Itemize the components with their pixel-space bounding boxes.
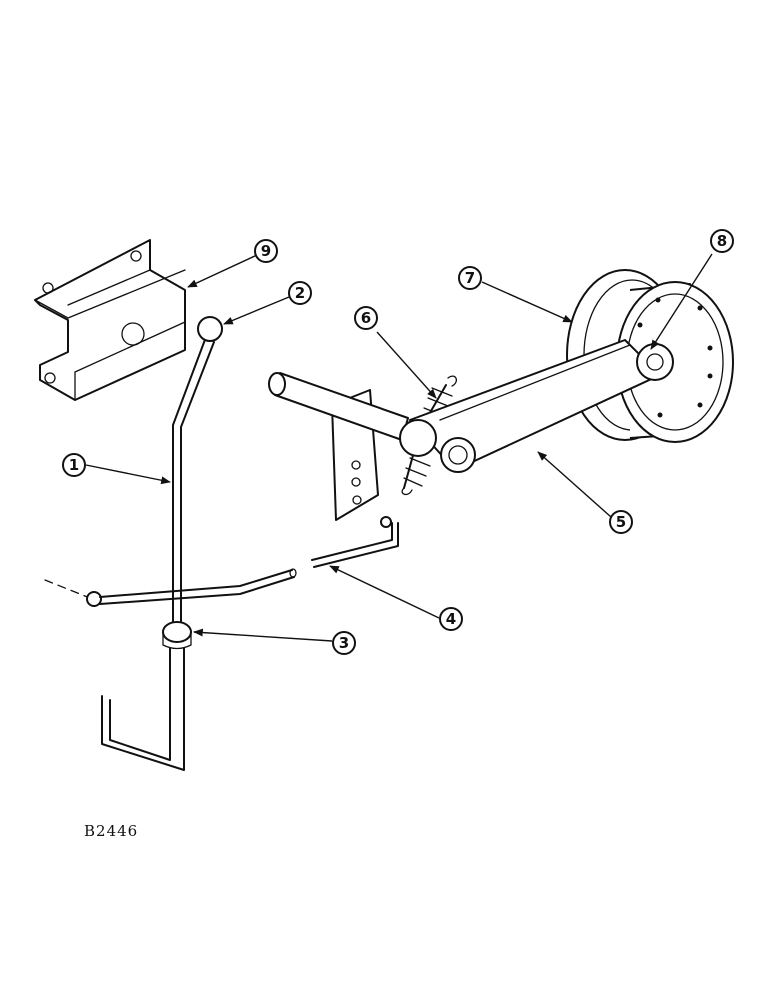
svg-text:9: 9 (261, 242, 271, 260)
callout-6: 6 (354, 306, 378, 330)
mounting-plate (268, 372, 409, 521)
link-rod (44, 568, 297, 607)
mounting-bracket (34, 239, 186, 401)
svg-text:6: 6 (361, 309, 371, 327)
callout-4: 4 (439, 607, 463, 631)
callout-5: 5 (609, 510, 633, 534)
control-lever (172, 316, 223, 641)
callout-7: 7 (458, 266, 482, 290)
svg-text:3: 3 (339, 634, 349, 652)
collar (162, 621, 192, 643)
leader-lines (85, 253, 713, 642)
idler-arm (399, 339, 674, 473)
callout-9: 9 (254, 239, 278, 263)
lever-base (101, 621, 192, 771)
callout-2: 2 (288, 281, 312, 305)
shaft-end (268, 372, 286, 396)
svg-text:1: 1 (69, 456, 79, 474)
svg-text:2: 2 (295, 284, 305, 302)
callout-3: 3 (332, 631, 356, 655)
lever-knob (197, 316, 223, 342)
svg-text:4: 4 (446, 610, 456, 628)
drawing-code: B2446 (84, 822, 139, 840)
pivot-rod (311, 516, 399, 568)
eye-bolt (86, 591, 102, 607)
callout-1: 1 (62, 453, 86, 477)
svg-text:8: 8 (717, 232, 727, 250)
pulley-hub (636, 343, 674, 381)
svg-text:5: 5 (616, 513, 626, 531)
callout-8: 8 (710, 229, 734, 253)
svg-text:7: 7 (465, 269, 475, 287)
